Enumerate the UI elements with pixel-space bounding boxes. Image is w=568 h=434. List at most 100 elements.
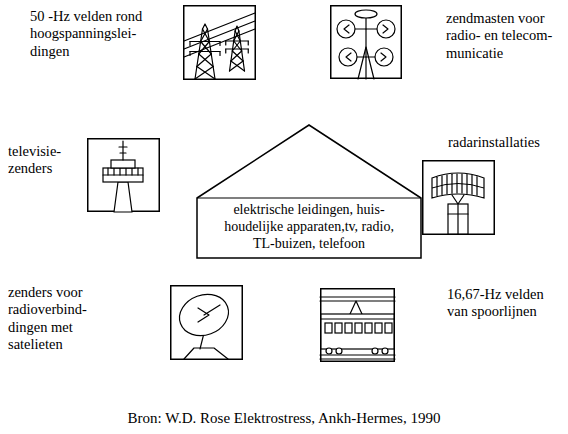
train-stroke: [321, 318, 394, 319]
pylon-stroke: [199, 42, 210, 55]
train-wheel: [326, 348, 332, 354]
tv-tower-stroke: [119, 168, 120, 175]
pylon-stroke: [248, 49, 249, 53]
mast-platform: [355, 10, 377, 18]
tv-tower-stroke: [103, 174, 143, 175]
tv-tower-stroke: [107, 168, 108, 175]
power-line-source-outline: [183, 5, 256, 80]
satellite-dish-stroke: [204, 305, 220, 315]
pylon-stroke: [197, 54, 211, 67]
antenna-mast-stroke: [383, 25, 388, 33]
source-caption: Bron: W.D. Rose Elektrostress, Ankh-Herm…: [0, 410, 568, 427]
railway-source-outline: [320, 288, 395, 362]
dish-antenna: [375, 48, 393, 66]
pylon-stroke: [219, 52, 220, 56]
tv-tower-stroke: [122, 141, 123, 160]
icon-frame: [171, 286, 243, 360]
tv-tower-stroke: [131, 168, 132, 175]
pylon-stroke: [234, 41, 242, 51]
tv-transmitter-source-outline: [87, 138, 160, 212]
train-stroke: [320, 354, 395, 355]
pylon-stroke: [190, 51, 220, 52]
train-window: [355, 323, 362, 333]
power-wire: [184, 29, 255, 57]
antenna-mast-stroke: [358, 47, 374, 79]
power-wire: [184, 13, 255, 41]
pylon-stroke: [203, 29, 210, 42]
pylon-stroke: [235, 26, 239, 31]
train-window: [375, 323, 382, 333]
transmitter-mast-source-outline: [330, 5, 402, 79]
dish-antenna: [337, 20, 355, 38]
radar-antenna: [432, 173, 484, 198]
pylon-stroke: [232, 51, 243, 61]
pylon-stroke: [201, 42, 212, 55]
house-node: elektrische leidingen, huis- houdelijke …: [196, 124, 422, 259]
satellite-dish-stroke: [184, 348, 228, 359]
railway-source: 16,67-Hz velden van spoorlijnen: [320, 288, 395, 362]
icon-frame: [321, 289, 395, 362]
tower-cabin: [103, 168, 143, 182]
radar-icon: [432, 173, 484, 234]
pylon-stroke: [189, 52, 190, 56]
pylon-stroke: [248, 41, 249, 45]
icon-frame: [88, 139, 160, 212]
train-wheel: [336, 348, 342, 354]
house-outline: [197, 125, 421, 258]
antenna-icon: [337, 10, 395, 79]
radar-stroke: [432, 184, 484, 189]
train-icon: [320, 297, 395, 359]
train-window: [365, 323, 372, 333]
pylon-stroke: [231, 61, 245, 71]
train-stroke: [350, 301, 362, 314]
pylon-stroke: [197, 67, 215, 80]
antenna-mast-stroke: [381, 53, 386, 61]
train-wheel: [382, 348, 388, 354]
pylon-stroke: [231, 51, 242, 61]
pylon-stroke: [235, 31, 240, 41]
antenna-mast-stroke: [346, 53, 351, 61]
house-text: elektrische leidingen, huis- houdelijke …: [220, 202, 398, 252]
source-label: 16,67-Hz velden van spoorlijnen: [447, 286, 555, 321]
train-window: [335, 323, 342, 333]
power-wire: [184, 21, 255, 49]
pylon-stroke: [230, 61, 244, 71]
dish-antenna: [377, 20, 395, 38]
pylon-stroke: [189, 42, 190, 46]
tv-tower-stroke: [119, 146, 127, 147]
tvtower-icon: [103, 141, 143, 212]
train-stroke: [320, 358, 395, 359]
radar-source-outline: [422, 160, 495, 235]
icon-frame: [331, 6, 402, 79]
train-wheel: [372, 348, 378, 354]
train-stroke: [320, 300, 395, 301]
dish-antenna: [339, 48, 357, 66]
satellite-dish: [174, 288, 235, 343]
tv-tower-stroke: [114, 182, 132, 212]
pylon-stroke: [226, 48, 249, 49]
icon-frame: [423, 161, 495, 235]
tv-transmitter-source: televisie- zenders: [87, 138, 160, 212]
antenna-mast-stroke: [344, 25, 349, 33]
pylon-stroke: [232, 41, 240, 51]
pylon-stroke: [203, 24, 208, 29]
icon-frame: [184, 6, 256, 80]
pylon-stroke: [225, 49, 226, 53]
tower-top: [111, 160, 135, 168]
tv-tower-stroke: [113, 168, 114, 175]
power-icon: [184, 13, 255, 79]
train-stroke: [320, 296, 395, 297]
source-label: radarinstallaties: [448, 134, 563, 151]
satellite-dish-source-outline: [170, 285, 243, 360]
source-label: zendmasten voor radio- en telecom- munic…: [446, 10, 562, 62]
tv-tower-stroke: [120, 152, 126, 153]
source-label: zenders voor radioverbind- dingen met sa…: [8, 284, 118, 354]
source-label: televisie- zenders: [8, 143, 80, 178]
power-line-source: 50 -Hz velden rond hoogspanningslei- din…: [183, 5, 256, 80]
pylon-stroke: [226, 40, 249, 41]
radar-stroke: [452, 195, 464, 204]
train-window: [385, 323, 392, 333]
pylon-stroke: [199, 54, 213, 67]
tv-tower-stroke: [137, 168, 138, 175]
